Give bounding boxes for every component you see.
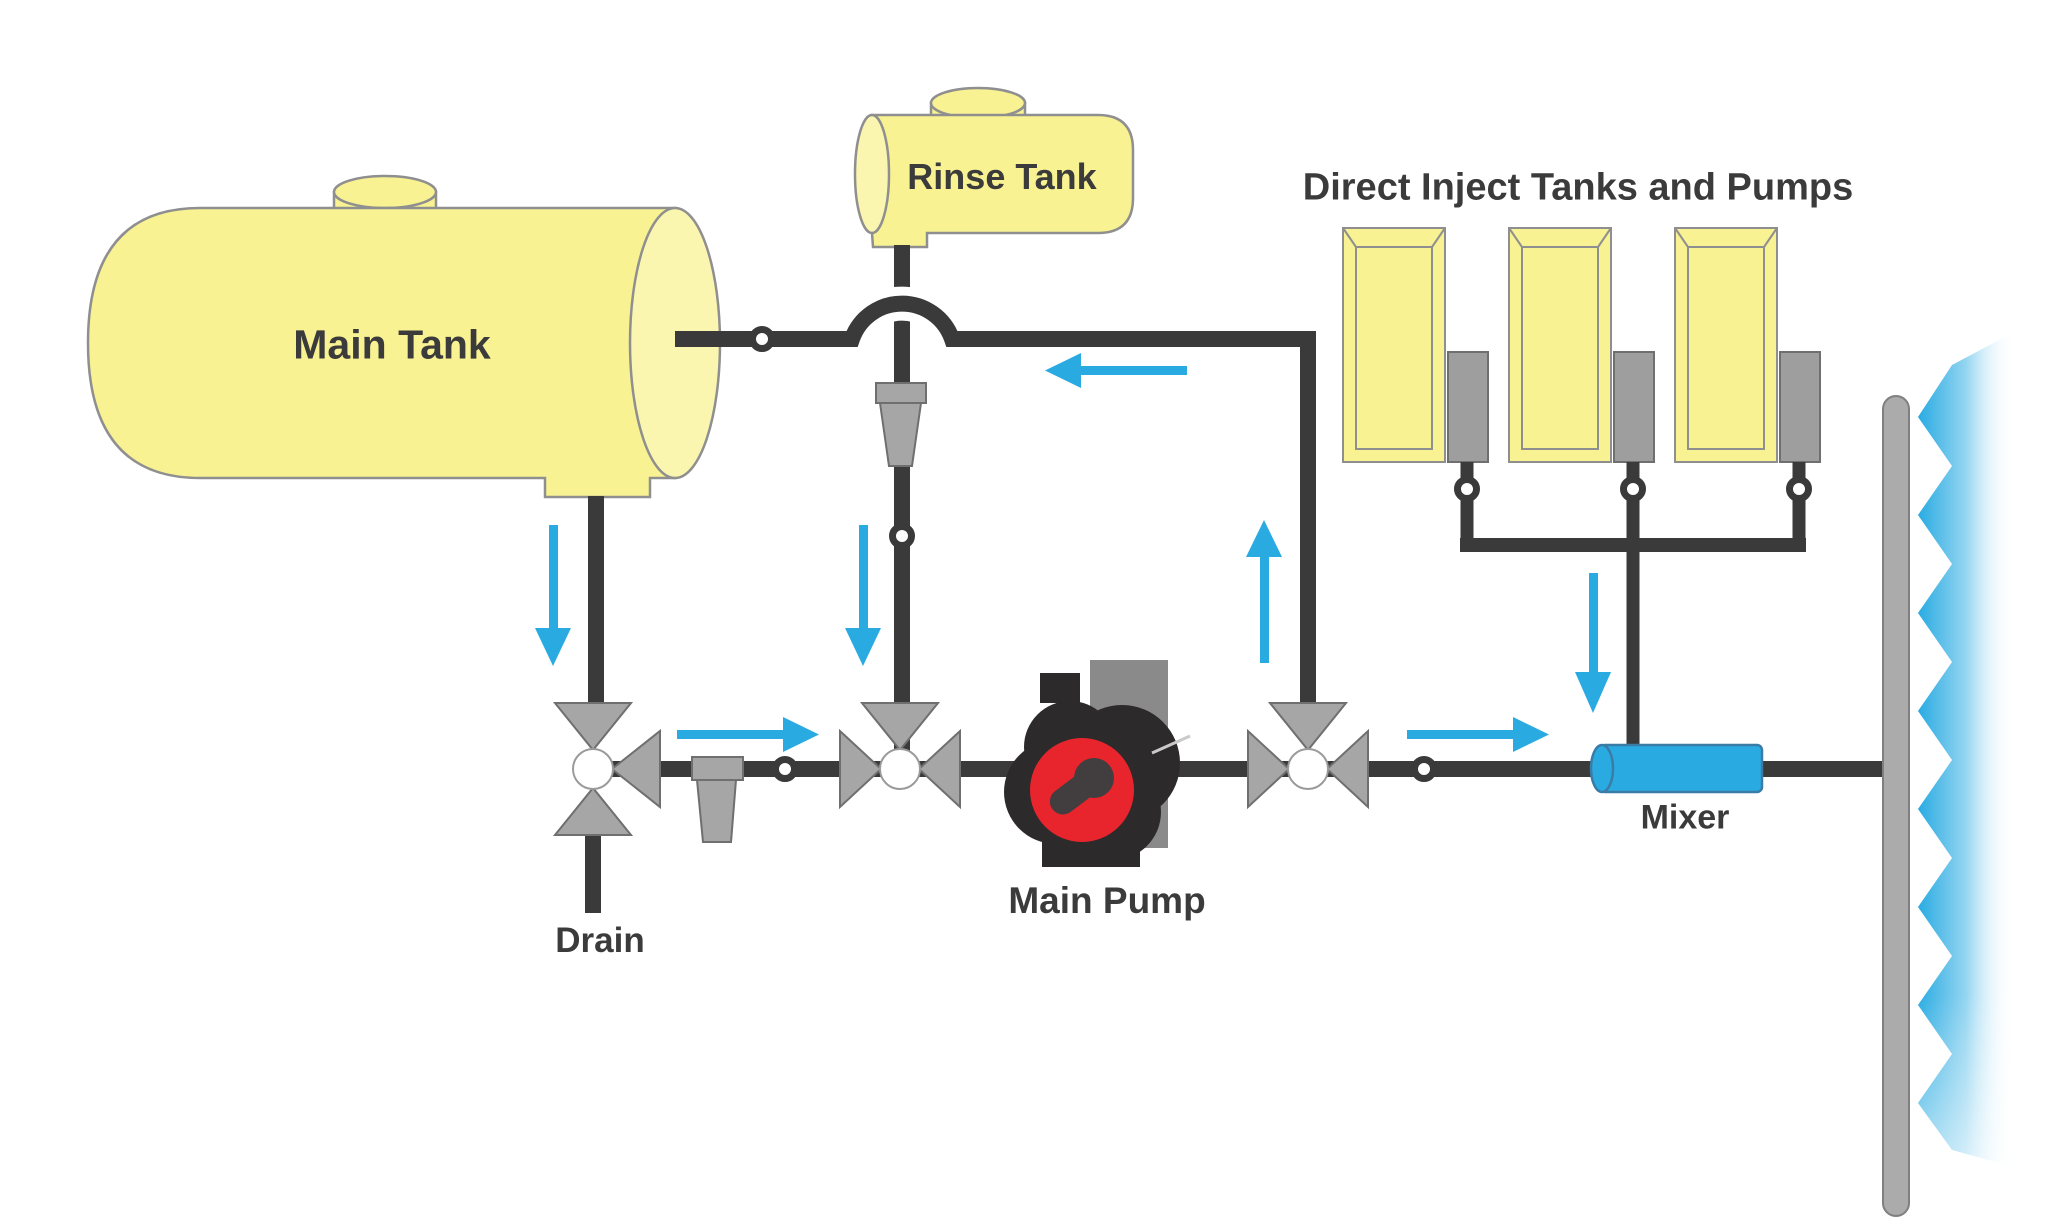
inject-tank-1-face bbox=[1355, 246, 1433, 450]
return-valve-port-top bbox=[1267, 702, 1349, 752]
drain-valve-ball bbox=[572, 748, 614, 790]
inject-tank-2-bevel-r bbox=[1597, 227, 1612, 248]
connector-ring-suction bbox=[772, 756, 798, 782]
center-valve-port-right bbox=[917, 728, 961, 810]
pump-shaft-keyhole bbox=[1049, 758, 1114, 815]
spray-pattern bbox=[1918, 330, 2018, 1168]
connector-ring-inject-3 bbox=[1786, 476, 1812, 502]
inject-tank-2-bevel-l bbox=[1508, 227, 1523, 248]
flow-arrow-left-return bbox=[1045, 353, 1187, 388]
rinse-strainer bbox=[875, 382, 927, 467]
rinse-tank-body bbox=[870, 113, 1135, 249]
connector-ring-inject-1 bbox=[1454, 476, 1480, 502]
line-strainer-cone bbox=[695, 779, 738, 843]
inject-tank-1 bbox=[1342, 227, 1446, 463]
line-strainer-collar bbox=[691, 756, 744, 781]
mixer-label: Mixer bbox=[1640, 798, 1730, 837]
inject-tank-3 bbox=[1674, 227, 1778, 463]
center-valve-ball bbox=[879, 748, 921, 790]
inject-tank-1-body bbox=[1342, 227, 1446, 463]
flow-arrow-down-rinse bbox=[845, 525, 881, 666]
connector-ring-boom-feed bbox=[1411, 756, 1437, 782]
center-valve-port-left bbox=[839, 728, 883, 810]
connector-ring-rinse-line bbox=[889, 523, 915, 549]
main-tank-cap-top bbox=[332, 174, 438, 210]
rinse-tank-end-cap bbox=[853, 113, 891, 235]
inject-tank-3-face bbox=[1687, 246, 1765, 450]
main-pump bbox=[1004, 660, 1191, 867]
mixer-end-cap bbox=[1589, 743, 1615, 794]
main-tank bbox=[86, 174, 722, 499]
tank-outlet-return-pipe bbox=[675, 295, 1316, 705]
drain-valve-port-top bbox=[552, 702, 634, 752]
mixer bbox=[1589, 743, 1764, 794]
center-valve bbox=[839, 702, 961, 810]
inject-pump-1 bbox=[1447, 351, 1489, 463]
spray-boom bbox=[1882, 330, 2018, 1217]
inject-tank-2-face bbox=[1521, 246, 1599, 450]
inject-tank-2 bbox=[1508, 227, 1612, 463]
return-valve-ball bbox=[1287, 748, 1329, 790]
rinse-tank-cap-top bbox=[929, 86, 1027, 120]
flow-arrow-right-suction bbox=[677, 717, 819, 752]
inject-tank-2-body bbox=[1508, 227, 1612, 463]
drain-valve-port-right bbox=[610, 728, 661, 810]
center-valve-port-top bbox=[859, 702, 941, 752]
rinse-tank-label: Rinse Tank bbox=[907, 156, 1097, 197]
main-tank-label: Main Tank bbox=[293, 321, 491, 368]
flow-arrow-up-riser bbox=[1246, 520, 1282, 663]
inject-tank-3-bevel-r bbox=[1763, 227, 1778, 248]
mixer-body bbox=[1598, 743, 1764, 794]
connector-ring-inject-2 bbox=[1620, 476, 1646, 502]
inject-pump-2 bbox=[1613, 351, 1655, 463]
inject-tank-1-bevel-l bbox=[1342, 227, 1357, 248]
main-tank-body bbox=[86, 206, 677, 499]
line-strainer bbox=[691, 756, 744, 843]
direct-inject-title: Direct Inject Tanks and Pumps bbox=[1302, 166, 1854, 209]
boom-bar bbox=[1882, 395, 1910, 1217]
flow-arrow-right-boom-feed bbox=[1407, 717, 1549, 752]
rinse-strainer-collar bbox=[875, 382, 927, 404]
rinse-strainer-cone bbox=[878, 402, 923, 467]
return-valve bbox=[1247, 702, 1369, 810]
return-valve-port-left bbox=[1247, 728, 1291, 810]
inject-pump-3 bbox=[1779, 351, 1821, 463]
flow-arrows bbox=[535, 353, 1611, 752]
inject-tank-3-body bbox=[1674, 227, 1778, 463]
return-valve-port-right bbox=[1325, 728, 1369, 810]
inject-tank-3-bevel-l bbox=[1674, 227, 1689, 248]
flow-arrow-down-inject bbox=[1575, 573, 1611, 713]
connector-ring-tank-outlet bbox=[749, 326, 775, 352]
drain-valve-port-bottom bbox=[552, 786, 634, 836]
main-pump-label: Main Pump bbox=[1008, 880, 1206, 921]
drain-valve bbox=[552, 702, 661, 836]
direct-inject-group bbox=[1342, 227, 1821, 463]
inject-tank-1-bevel-r bbox=[1431, 227, 1446, 248]
rinse-tank bbox=[853, 86, 1135, 249]
pump-highlight bbox=[1151, 734, 1191, 755]
flow-arrow-down-main-tank bbox=[535, 525, 571, 666]
drain-label: Drain bbox=[555, 921, 645, 960]
